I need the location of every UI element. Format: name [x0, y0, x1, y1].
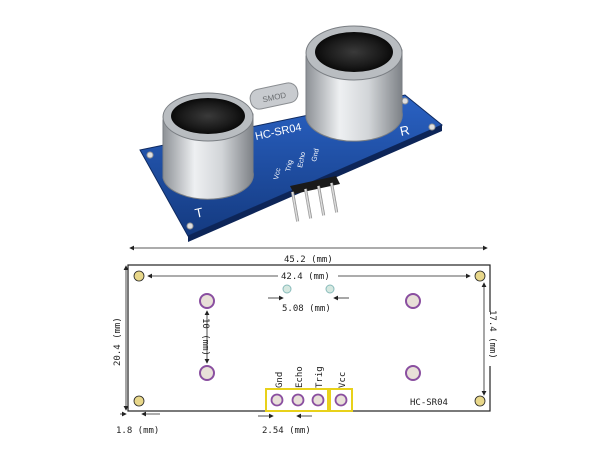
photo-pin-label-gnd: Gnd [311, 148, 321, 163]
crystal-oscillator: SMOD [249, 82, 299, 110]
receiver-mark: R [399, 122, 411, 139]
pcb-mount-hole [146, 151, 154, 159]
photo-pin-labels: Vcc Trig Echo Gnd [273, 148, 321, 181]
pin-label-trig: Trig [315, 366, 325, 388]
pin-pad-vcc [334, 393, 348, 407]
dim-transducer-spacing: 42.4 (mm) [281, 272, 330, 282]
board-label: HC-SR04 [410, 398, 448, 408]
dimension-drawing: 45.2 (mm) 42.4 (mm) 5.08 (mm) 10 (mm [110, 245, 500, 436]
photo-pin-label-vcc: Vcc [273, 167, 282, 180]
crystal-pad [282, 284, 292, 294]
signal-pins-box [265, 388, 329, 412]
pin-pad-gnd [270, 393, 284, 407]
pin-pad-trig [311, 393, 325, 407]
photo-pin-label-echo: Echo [297, 151, 307, 168]
dim-hole-height: 17.4 (mm) [487, 310, 497, 359]
dim-pin-pitch: 2.54 (mm) [262, 426, 311, 436]
dim-transducer-vertical: 10 (mm) [200, 318, 210, 356]
transmitter-mesh [171, 98, 245, 134]
transducer-pads [199, 293, 421, 381]
receiver-transducer [305, 25, 403, 142]
dim-crystal-spacing: 5.08 (mm) [282, 304, 331, 314]
board-outline [127, 264, 491, 412]
corner-pads [133, 270, 486, 407]
transmitter-transducer [162, 92, 254, 200]
pin-pad-echo [291, 393, 305, 407]
pcb-mount-hole [401, 97, 409, 105]
transmitter-mark: T [194, 205, 205, 221]
pcb-mount-hole [428, 123, 436, 131]
dim-overall-height: 20.4 (mm) [113, 317, 123, 366]
pin-label-gnd: Gnd [275, 372, 285, 388]
pin-label-vcc: Vcc [338, 372, 348, 388]
crystal-pad [325, 284, 335, 294]
module-photo: SMOD HC-SR04 T R Vcc Trig Echo Gnd [139, 25, 443, 242]
vcc-pin-box [329, 388, 353, 412]
receiver-mesh [315, 32, 393, 72]
pcb-mount-hole [186, 222, 194, 230]
dim-overall-width: 45.2 (mm) [284, 255, 333, 265]
header-pin-group: Gnd Echo Trig Vcc [265, 366, 353, 412]
dim-edge-offset: 1.8 (mm) [116, 426, 159, 436]
photo-header-pins [290, 176, 340, 222]
photo-pin-label-trig: Trig [285, 159, 294, 172]
pin-label-echo: Echo [295, 366, 305, 388]
